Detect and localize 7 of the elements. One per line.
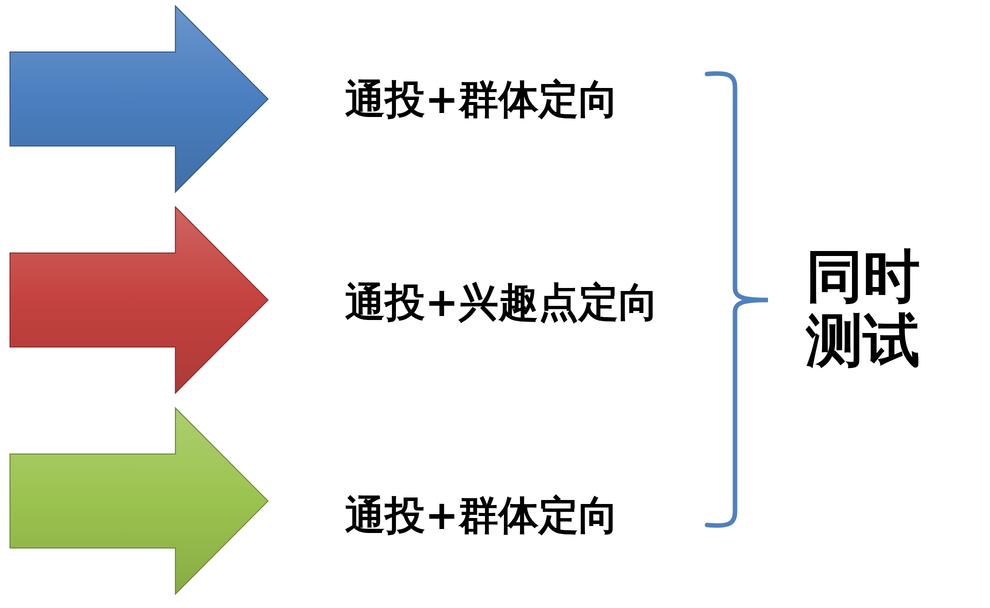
arrow-shape bbox=[9, 5, 269, 193]
arrow-label: 通投+群体定向 bbox=[345, 77, 619, 123]
arrow-label: 通投+群体定向 bbox=[345, 493, 619, 539]
arrow-shape bbox=[9, 206, 269, 394]
arrow-label: 通投+兴趣点定向 bbox=[345, 280, 659, 326]
brace-label: 同时测试 bbox=[806, 245, 921, 373]
arrow-shape bbox=[9, 407, 269, 595]
